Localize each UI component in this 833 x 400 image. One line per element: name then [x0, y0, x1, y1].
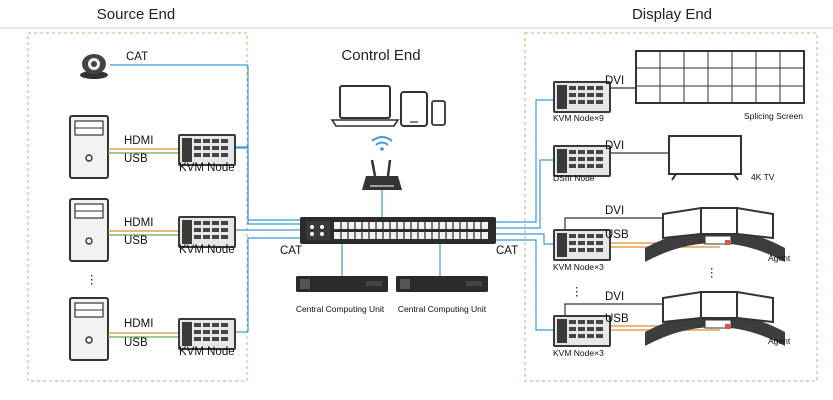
ccu-label: Central Computing Unit — [296, 304, 385, 314]
kvm-node-device — [553, 229, 611, 261]
dvi-label: DVI — [605, 140, 624, 152]
tv-icon — [668, 135, 742, 181]
display-ellipsis-left: ⋮ — [571, 286, 583, 298]
dvi-label: DVI — [605, 291, 624, 303]
hdmi-label: HDMI — [124, 217, 153, 229]
phone-icon — [431, 100, 446, 126]
laptop-icon — [330, 85, 400, 127]
agent-console-icon — [644, 207, 786, 263]
usb-label: USB — [124, 153, 148, 165]
router-icon — [362, 159, 402, 190]
dvi-label: DVI — [605, 75, 624, 87]
source-end-frame — [27, 32, 248, 382]
computer-tower-icon — [69, 115, 109, 179]
tv-label: 4K TV — [751, 172, 775, 182]
usb-label: USB — [124, 337, 148, 349]
ccu-label: Central Computing Unit — [398, 304, 487, 314]
kvm-node-label: KVM Node×9 — [553, 113, 604, 123]
kvm-node-label: KVM Node — [179, 244, 235, 256]
workstation: HDMI USB KVM Node — [69, 115, 248, 179]
hdmi-label: HDMI — [124, 135, 153, 147]
tablet-icon — [400, 91, 428, 127]
display-end-frame — [524, 32, 818, 382]
source-ellipsis: ⋮ — [86, 274, 98, 286]
left-cat-label: CAT — [280, 245, 302, 257]
usb-label: USB — [124, 235, 148, 247]
agent-label: Agent — [768, 336, 791, 346]
left-cat-bundle — [236, 65, 300, 332]
display-end-heading: Display End — [632, 6, 712, 23]
kvm-node-device — [553, 315, 611, 347]
right-cat-label: CAT — [496, 245, 518, 257]
kvm-node-device — [553, 81, 611, 113]
source-end-heading: Source End — [97, 6, 175, 23]
hdmi-label: HDMI — [124, 318, 153, 330]
camera-cat-label: CAT — [126, 51, 148, 63]
workstation: HDMI USB KVM Node — [69, 297, 248, 361]
kvm-node-label: KVM Node — [179, 162, 235, 174]
control-end-heading: Control End — [341, 47, 420, 64]
agent-label: Agent — [768, 253, 791, 263]
central-computing-unit-device — [396, 276, 488, 292]
computer-tower-icon — [69, 198, 109, 262]
kvm-node-label: KVM Node×3 — [553, 348, 604, 358]
usb-label: USB — [605, 229, 629, 241]
dsiii-node-label: DSIII Node — [553, 173, 595, 183]
wifi-icon — [371, 136, 393, 151]
usb-label: USB — [605, 313, 629, 325]
computer-tower-icon — [69, 297, 109, 361]
network-switch-icon — [300, 217, 496, 244]
splicing-screen-label: Splicing Screen — [744, 111, 803, 121]
camera-icon — [80, 54, 108, 79]
central-computing-unit-device — [296, 276, 388, 292]
splicing-screen-icon — [635, 50, 805, 104]
kvm-node-label: KVM Node×3 — [553, 262, 604, 272]
dvi-line — [564, 303, 665, 315]
dvi-label: DVI — [605, 205, 624, 217]
workstation: HDMI USB KVM Node — [69, 198, 236, 262]
kvm-node-label: KVM Node — [179, 346, 235, 358]
agent-console-icon — [644, 291, 786, 347]
right-cat-bundle — [496, 99, 553, 331]
dvi-line — [564, 217, 665, 229]
display-ellipsis-right: ⋮ — [706, 267, 718, 279]
